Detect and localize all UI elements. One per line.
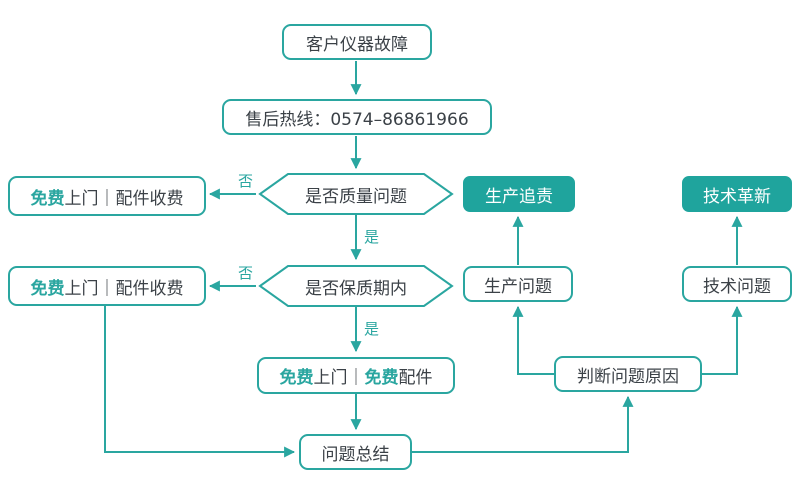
decision-label: 是否质量问题 xyxy=(305,186,407,207)
node-free-visit-paid-parts-1: 免费上门｜配件收费 xyxy=(8,176,206,216)
decision-is-within-warranty: 是否保质期内 xyxy=(258,264,454,308)
node-label: 配件 xyxy=(398,368,433,388)
node-label: 判断问题原因 xyxy=(577,366,679,387)
decision-label: 是否保质期内 xyxy=(305,278,407,299)
highlight-text: 免费 xyxy=(364,368,399,388)
node-technical-innovation: 技术革新 xyxy=(682,176,792,212)
node-label: 技术问题 xyxy=(703,276,771,297)
node-production-accountability: 生产追责 xyxy=(463,176,575,212)
node-label: 生产追责 xyxy=(485,186,553,207)
decision-is-quality-problem: 是否质量问题 xyxy=(258,172,454,216)
edge-label-no-quality: 否 xyxy=(236,170,256,191)
highlight-text: 免费 xyxy=(279,368,314,388)
node-problem-summary: 问题总结 xyxy=(299,434,412,470)
node-label: 技术革新 xyxy=(703,186,771,207)
node-label: 上门｜ xyxy=(313,368,365,388)
node-judge-problem-cause: 判断问题原因 xyxy=(554,356,702,392)
node-free-visit-paid-parts-2: 免费上门｜配件收费 xyxy=(8,266,206,306)
highlight-text: 免费 xyxy=(30,188,65,209)
node-label: 问题总结 xyxy=(321,444,390,465)
node-label: 售后热线：0574–86861966 xyxy=(245,109,469,130)
node-free-visit-free-parts: 免费上门｜免费配件 xyxy=(257,357,455,394)
node-label: 客户仪器故障 xyxy=(306,34,408,55)
node-technical-problem: 技术问题 xyxy=(682,266,792,302)
node-after-sales-hotline: 售后热线：0574–86861966 xyxy=(222,99,492,135)
edge-label-no-warranty: 否 xyxy=(236,262,256,283)
node-label: 上门｜配件收费 xyxy=(64,278,184,299)
node-label: 生产问题 xyxy=(484,276,552,297)
node-production-problem: 生产问题 xyxy=(463,266,573,302)
decision-hexagon-shape xyxy=(258,173,454,215)
highlight-text: 免费 xyxy=(30,278,65,299)
node-label: 上门｜配件收费 xyxy=(64,188,184,209)
edge-label-yes-warranty: 是 xyxy=(362,318,382,339)
decision-hexagon-shape xyxy=(258,265,454,307)
edge-label-yes-quality: 是 xyxy=(362,226,382,247)
node-customer-instrument-fault: 客户仪器故障 xyxy=(282,24,432,60)
